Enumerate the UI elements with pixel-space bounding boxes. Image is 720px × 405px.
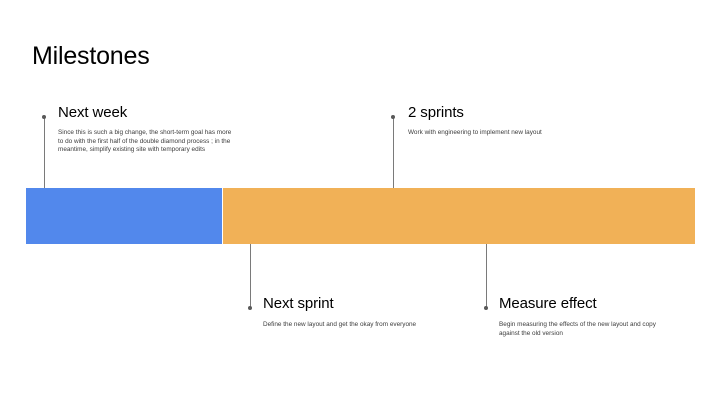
milestone-dot-next-sprint — [248, 306, 252, 310]
milestone-description-2-sprints: Work with engineering to implement new l… — [408, 129, 542, 136]
milestone-connector-2-sprints — [393, 118, 394, 188]
timeline-phase-blue — [26, 188, 222, 244]
milestone-dot-next-week — [42, 115, 46, 119]
milestone-title-next-week: Next week — [58, 104, 128, 121]
milestone-connector-next-sprint — [250, 244, 251, 308]
milestone-connector-next-week — [44, 118, 45, 188]
milestone-description-next-sprint: Define the new layout and get the okay f… — [263, 321, 417, 328]
slide-title: Milestones — [32, 42, 150, 70]
milestone-title-next-sprint: Next sprint — [263, 295, 334, 312]
milestone-dot-2-sprints — [391, 115, 395, 119]
milestone-dot-measure-effect — [484, 306, 488, 310]
milestone-description-next-week: Since this is such a big change, the sho… — [58, 129, 232, 154]
timeline-phase-orange — [223, 188, 695, 244]
milestone-title-2-sprints: 2 sprints — [408, 104, 464, 121]
milestone-title-measure-effect: Measure effect — [499, 295, 597, 312]
milestone-description-measure-effect: Begin measuring the effects of the new l… — [499, 321, 656, 337]
milestone-connector-measure-effect — [486, 244, 487, 308]
